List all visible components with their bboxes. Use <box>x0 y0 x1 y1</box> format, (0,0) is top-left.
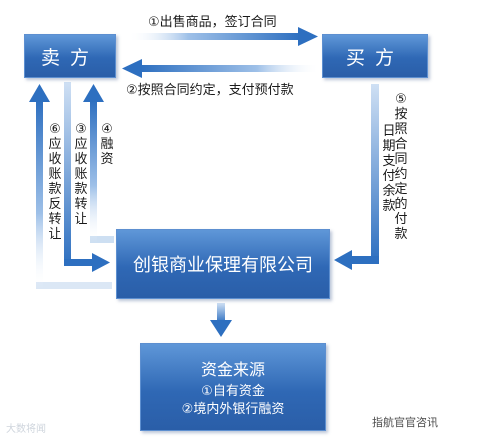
factoring-company-box: 创银商业保理有限公司 <box>116 229 330 299</box>
arrow-4-financing <box>83 84 114 243</box>
arrow-5-balance <box>334 84 379 270</box>
watermark-left: 大数将闻 <box>6 424 46 435</box>
flow-label-3: ③应收账款转让 <box>74 122 88 227</box>
funds-title: 资金来源 <box>200 359 265 379</box>
arrow-1-sale <box>128 27 318 46</box>
funds-line-2: ②境内外银行融资 <box>181 401 285 417</box>
arrow-2-prepayment <box>122 59 320 78</box>
watermark-right: 指航官官咨讯 <box>372 416 438 429</box>
flow-label-5-part-2: 日期支付余款 <box>382 124 396 214</box>
funds-source-box: 资金来源 ①自有资金 ②境内外银行融资 <box>140 343 326 431</box>
arrow-funds <box>210 303 232 337</box>
seller-box: 卖方 <box>24 34 116 78</box>
flow-label-2: ②按照合同约定，支付预付款 <box>126 83 294 98</box>
arrow-3-transfer <box>64 82 110 272</box>
arrow-6-reverse-transfer <box>29 84 112 289</box>
flow-label-5-part-1: ⑤按照合同约定的付款 <box>394 92 408 242</box>
flow-label-4: ④融资 <box>100 122 114 167</box>
funds-line-1: ①自有资金 <box>201 383 265 399</box>
buyer-box: 买方 <box>322 34 428 78</box>
flow-label-6: ⑥应收账款反转让 <box>48 122 62 242</box>
flow-label-1: ①出售商品，签订合同 <box>148 15 277 30</box>
